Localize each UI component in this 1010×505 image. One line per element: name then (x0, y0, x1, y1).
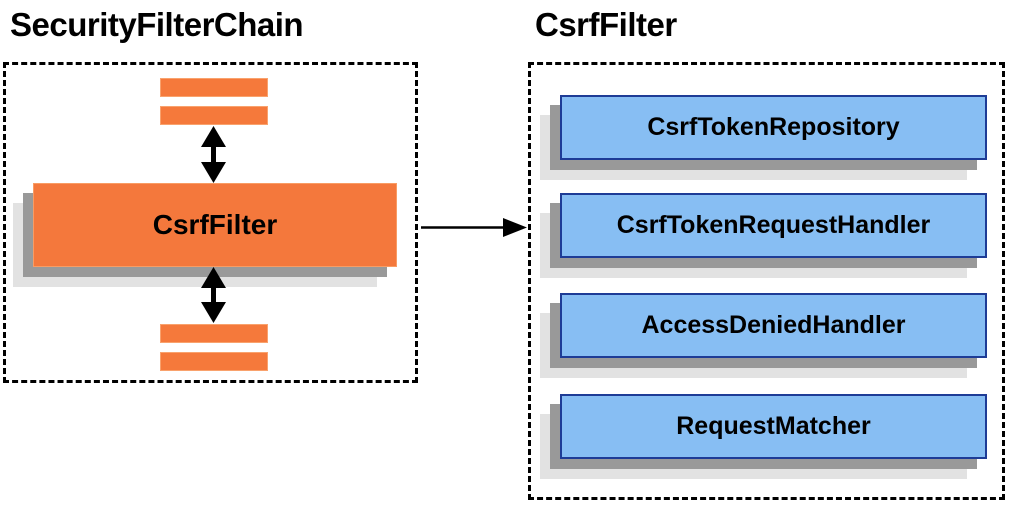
component-box-csrf-token-request-handler: CsrfTokenRequestHandler (560, 193, 987, 258)
filter-bar-top-2 (160, 106, 268, 125)
left-panel-title: SecurityFilterChain (10, 6, 304, 43)
component-label: CsrfTokenRepository (647, 113, 900, 141)
csrf-filter-box-label: CsrfFilter (152, 209, 278, 240)
security-filter-chain-frame (3, 62, 418, 383)
csrf-filter-frame (528, 62, 1005, 500)
component-label: AccessDeniedHandler (641, 311, 906, 339)
flow-arrow-icon (421, 218, 527, 237)
right-panel-title: CsrfFilter (535, 6, 677, 43)
component-label: CsrfTokenRequestHandler (616, 211, 931, 239)
component-box-csrf-token-repository: CsrfTokenRepository (560, 95, 987, 160)
component-box-request-matcher: RequestMatcher (560, 394, 987, 459)
filter-bar-bottom-1 (160, 324, 268, 343)
component-box-access-denied-handler: AccessDeniedHandler (560, 293, 987, 358)
component-label: RequestMatcher (676, 412, 871, 440)
filter-bar-top-1 (160, 78, 268, 97)
filter-bar-bottom-2 (160, 352, 268, 371)
csrf-filter-box: CsrfFilter (33, 183, 397, 267)
